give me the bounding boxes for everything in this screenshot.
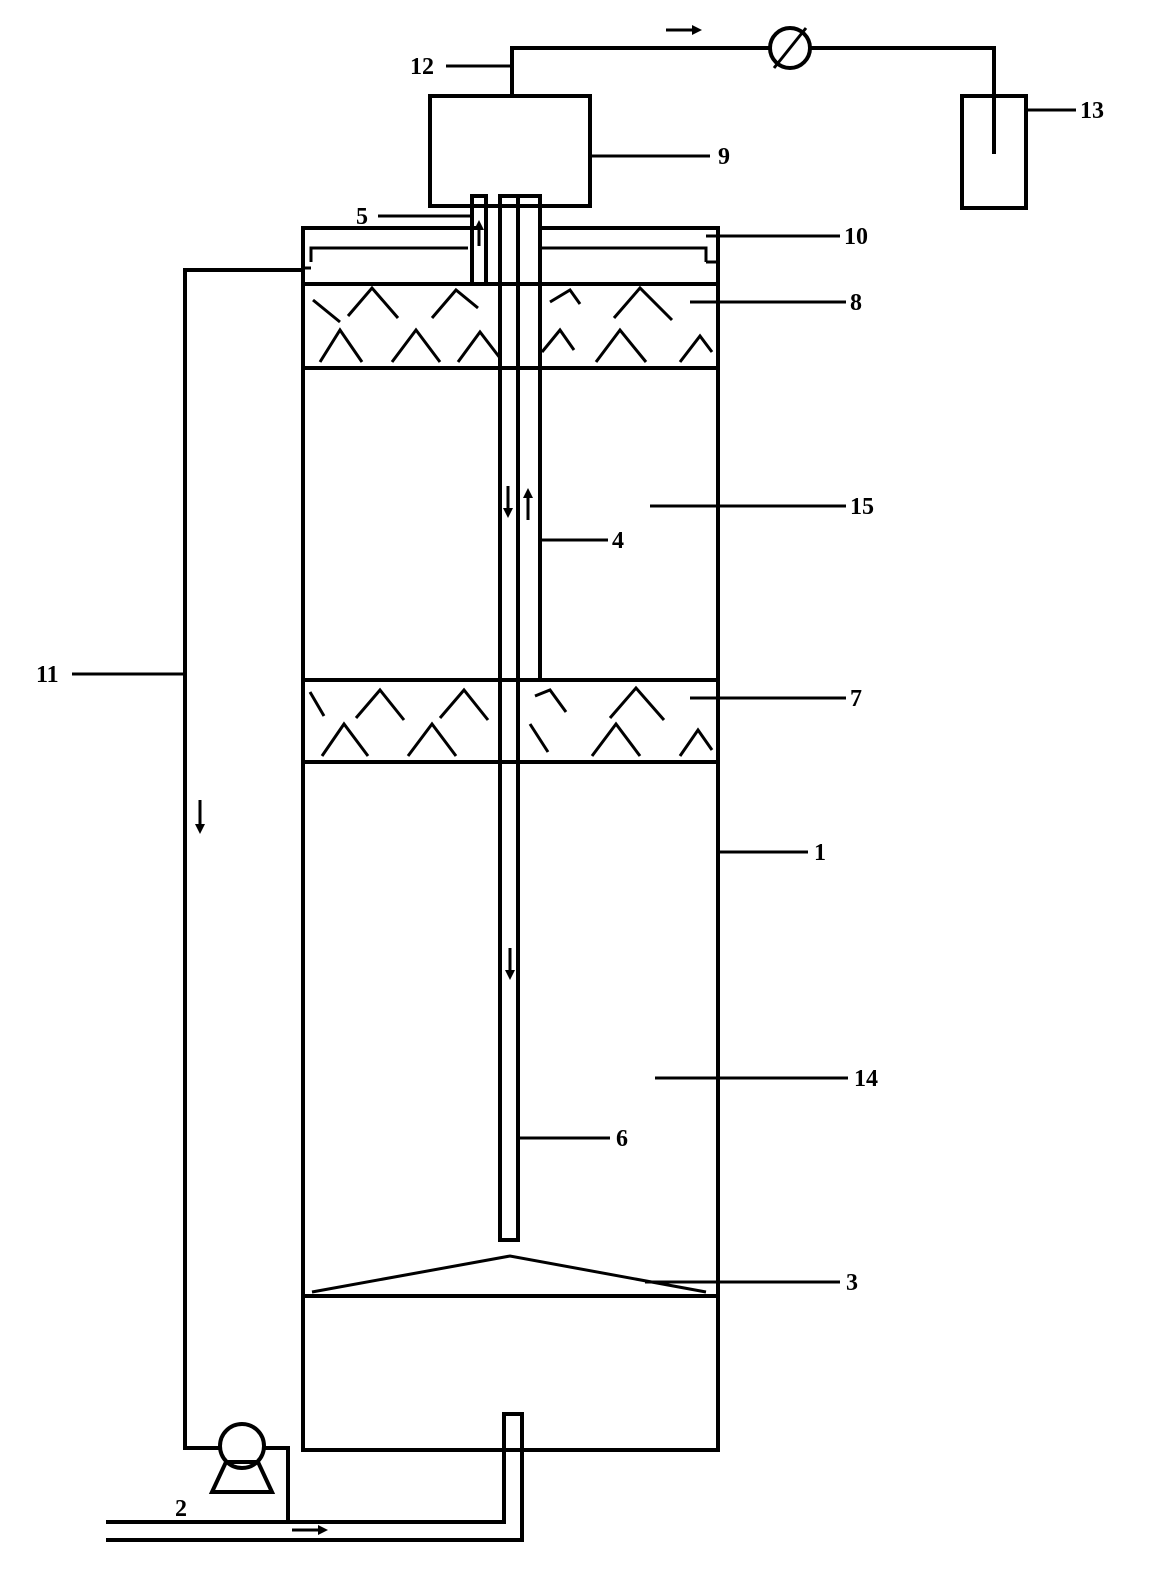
labels: 1 2 3 4 5 6 7 8 9 10 11 12 13 14 15 (36, 54, 1104, 1522)
label-6: 6 (616, 1126, 628, 1152)
conical-baffle (301, 1254, 720, 1298)
label-7: 7 (850, 686, 862, 712)
label-1: 1 (814, 840, 826, 866)
gas-tube (470, 194, 488, 286)
arrow-inlet-right (292, 1525, 328, 1535)
upper-packing-layer (301, 282, 720, 370)
recirculation-line (183, 268, 305, 1524)
pump-icon (208, 1422, 276, 1494)
label-11: 11 (36, 662, 59, 688)
arrow-gas-right (666, 25, 702, 35)
label-5: 5 (356, 204, 368, 230)
arrow-gas-tube-up (474, 220, 484, 246)
arrow-recirculation-down (195, 800, 205, 834)
leader-lines (72, 64, 1076, 1284)
arrow-downcomer-down-upper (503, 486, 513, 518)
overflow-weir (303, 246, 718, 270)
label-2: 2 (175, 1496, 187, 1522)
gas-flow-meter-icon (768, 26, 812, 70)
gas-line (510, 46, 996, 154)
label-12: 12 (410, 54, 434, 80)
label-4: 4 (612, 528, 624, 554)
label-10: 10 (844, 224, 868, 250)
arrow-downcomer-down-lower (505, 948, 515, 980)
inlet-pipe (106, 1412, 524, 1542)
flow-arrows (195, 25, 702, 1535)
label-8: 8 (850, 290, 862, 316)
label-14: 14 (854, 1066, 878, 1092)
gas-collection-bottle (960, 94, 1028, 210)
label-3: 3 (846, 1270, 858, 1296)
arrow-riser-up (523, 488, 533, 520)
middle-packing-layer (301, 678, 720, 764)
label-9: 9 (718, 144, 730, 170)
label-15: 15 (850, 494, 874, 520)
riser-pipe (516, 194, 542, 682)
central-downcomer-pipe (498, 194, 520, 1242)
label-13: 13 (1080, 98, 1104, 124)
reactor-vessel (301, 226, 720, 1452)
gas-collector-box (428, 94, 592, 208)
